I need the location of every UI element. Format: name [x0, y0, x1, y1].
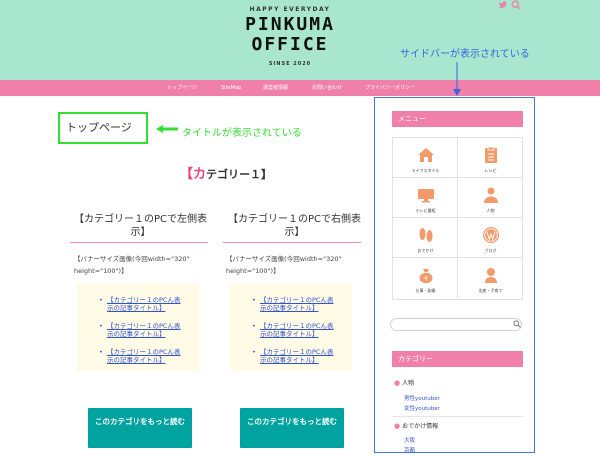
recipe-icon	[485, 146, 497, 163]
footprints-icon	[419, 228, 433, 242]
sidebar-menu-heading: メニュー	[392, 111, 523, 127]
nav-item-top[interactable]: トップページ	[167, 85, 197, 91]
category-subitem[interactable]: 京都	[404, 448, 416, 454]
down-arrow-icon	[453, 62, 461, 96]
wordpress-icon	[483, 227, 499, 243]
column-left-banner-note: 【バナーサイズ画像(今回width="320" height="100")】	[74, 255, 190, 275]
column-right-link-1[interactable]: 【カテゴリー１のPCん表示の記事タイトル】	[252, 296, 336, 312]
nav-item-contact[interactable]: お問い合わせ	[312, 85, 343, 91]
twitter-icon[interactable]	[498, 0, 508, 10]
menu-item-label: ブログ	[484, 248, 497, 253]
nav-item-sitemap[interactable]: SiteMap	[221, 85, 242, 91]
menu-item-label: 仕事・副業	[415, 288, 436, 293]
category-subitem[interactable]: 大阪	[404, 438, 416, 444]
column-right-title: 【カテゴリー１のPCで右側表示】	[227, 214, 361, 238]
person-icon	[484, 187, 498, 203]
title-annotation: タイトルが表示されている	[182, 128, 302, 139]
svg-text:¥: ¥	[424, 276, 428, 283]
page-title: トップページ	[66, 121, 132, 134]
category-name: 人物	[402, 380, 415, 387]
sidebar-menu-grid: ライフスタイル レシピ テレビ番組 人物 おでかけ	[392, 137, 523, 300]
column-right-divider	[223, 242, 361, 243]
column-left-link-1[interactable]: 【カテゴリー１のPCん表示の記事タイトル】	[99, 296, 183, 312]
site-tagline: HAPPY EVERYDAY	[249, 6, 331, 13]
menu-item-label: おでかけ	[417, 248, 434, 253]
bullet-icon: ●	[394, 379, 401, 387]
site-title[interactable]: PINKUMA OFFICE	[0, 15, 580, 55]
category-heading: 【カテゴリー１】	[180, 163, 272, 182]
column-left-link-3[interactable]: 【カテゴリー１のPCん表示の記事タイトル】	[99, 348, 183, 364]
nav-item-operator[interactable]: 運営者情報	[263, 85, 289, 91]
menu-item-childcare[interactable]: 出産・子育て	[458, 258, 523, 298]
search-icon[interactable]	[513, 320, 521, 328]
site-since: SINSE 2020	[268, 61, 312, 67]
category-item[interactable]: ●おでかけ情報	[394, 421, 438, 430]
menu-item-label: テレビ番組	[415, 208, 436, 213]
left-arrow-icon	[156, 125, 178, 133]
house-icon	[418, 148, 434, 162]
category-heading-first: 【カ	[180, 167, 207, 182]
menu-item-label: 出産・子育て	[478, 288, 503, 293]
money-bag-icon: ¥	[419, 269, 433, 284]
column-right-link-2[interactable]: 【カテゴリー１のPCん表示の記事タイトル】	[252, 322, 336, 338]
sidebar-annotation: サイドバーが表示されている	[400, 49, 530, 60]
menu-item-label: 人物	[486, 208, 495, 213]
global-nav: トップページ SiteMap 運営者情報 お問い合わせ プライバシーポリシー	[0, 80, 600, 96]
column-left-link-box: 【カテゴリー１のPCん表示の記事タイトル】 【カテゴリー１のPCん表示の記事タイ…	[77, 283, 199, 371]
category-name: おでかけ情報	[402, 423, 439, 430]
column-right-link-3[interactable]: 【カテゴリー１のPCん表示の記事タイトル】	[252, 348, 336, 364]
menu-item-label: ライフスタイル	[411, 168, 440, 173]
site-title-line1: PINKUMA	[245, 14, 335, 35]
column-left-more-button[interactable]: このカテゴリをもっと読む	[88, 408, 192, 448]
category-subitem[interactable]: 男性youtuber	[404, 396, 440, 402]
column-left-link-2[interactable]: 【カテゴリー１のPCん表示の記事タイトル】	[99, 322, 183, 338]
menu-item-label: レシピ	[484, 168, 497, 173]
sidebar-highlight	[374, 97, 535, 453]
search-icon[interactable]	[511, 0, 521, 10]
column-left-title: 【カテゴリー１のPCで左側表示】	[73, 214, 207, 238]
page-title-highlight	[58, 112, 148, 144]
menu-item-person[interactable]: 人物	[458, 178, 523, 218]
category-divider	[392, 416, 523, 417]
site-header: HAPPY EVERYDAY PINKUMA OFFICE SINSE 2020	[0, 0, 600, 80]
column-right-link-box: 【カテゴリー１のPCん表示の記事タイトル】 【カテゴリー１のPCん表示の記事タイ…	[230, 283, 352, 371]
bullet-icon: ●	[394, 422, 401, 430]
menu-item-work[interactable]: ¥ 仕事・副業	[393, 258, 458, 298]
category-item[interactable]: ●人物	[394, 378, 414, 387]
sidebar-category-heading: カテゴリー	[392, 351, 523, 367]
monitor-icon	[418, 189, 434, 203]
menu-item-outing[interactable]: おでかけ	[393, 218, 458, 258]
category-subitem[interactable]: 女性youtuber	[404, 406, 440, 412]
category-heading-rest: テゴリー１】	[206, 168, 273, 181]
column-left-divider	[70, 242, 208, 243]
menu-item-lifestyle[interactable]: ライフスタイル	[393, 138, 458, 178]
nav-item-privacy[interactable]: プライバシーポリシー	[365, 85, 415, 91]
column-right-more-button[interactable]: このカテゴリをもっと読む	[240, 408, 344, 448]
baby-icon	[485, 268, 497, 283]
menu-item-tv[interactable]: テレビ番組	[393, 178, 458, 218]
sidebar-search-input[interactable]	[390, 318, 522, 331]
menu-item-recipe[interactable]: レシピ	[458, 138, 523, 178]
column-right-banner-note: 【バナーサイズ画像(今回width="320" height="100")】	[226, 255, 342, 275]
site-title-line2: OFFICE	[251, 34, 329, 55]
menu-item-blog[interactable]: ブログ	[458, 218, 523, 258]
